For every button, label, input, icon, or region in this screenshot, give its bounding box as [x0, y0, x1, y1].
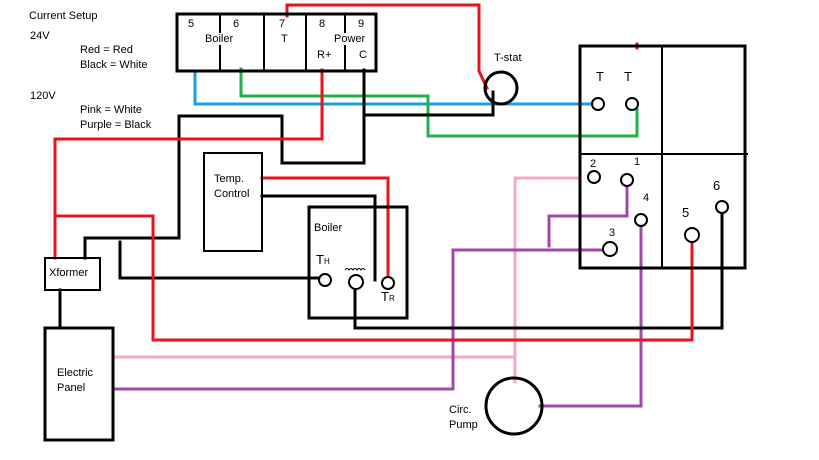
boiler-tr-label: TR [381, 289, 395, 305]
relay-t2-label: T [624, 69, 632, 84]
terminal-power-label: Power [334, 33, 366, 45]
terminal-block [175, 12, 378, 73]
pump-line-1: Circ. [449, 404, 472, 416]
boiler-box-label: Boiler [314, 222, 343, 234]
red-wire-rplus-to-xformer [53, 68, 324, 260]
terminal-c-label: C [359, 49, 367, 61]
pump-circle [484, 376, 544, 436]
electric-panel-line-1: Electric [57, 367, 94, 379]
boiler-coil-symbol [344, 268, 366, 271]
terminal-r-plus-label: R+ [317, 49, 332, 61]
black-wire-xformer-to-th [118, 240, 320, 280]
legend-24v-map-1: Red = Red [80, 44, 133, 56]
legend-title: Current Setup [29, 10, 98, 22]
terminal-number-9: 9 [358, 18, 365, 30]
terminal-number-6: 6 [233, 18, 240, 30]
tstat-label: T-stat [494, 52, 522, 64]
boiler-th-terminal [318, 273, 332, 287]
relay-6-terminal [715, 200, 729, 214]
relay-3-label: 3 [609, 227, 616, 239]
tstat-circle [483, 70, 519, 106]
relay-4-terminal [634, 213, 648, 227]
pink-wire-panel-to-relay [111, 176, 582, 359]
legend-120v-map-2: Purple = Black [80, 119, 152, 131]
legend-24v: 24V [30, 30, 50, 42]
relay-1-label: 1 [634, 156, 641, 168]
purple-wire-panel-to-relay [111, 248, 605, 391]
boiler-th-main: T [316, 252, 324, 267]
relay-3-terminal [602, 241, 618, 257]
red-wire-temp-to-tr [260, 176, 390, 282]
relay-t1-label: T [596, 69, 604, 84]
terminal-number-5: 5 [188, 18, 195, 30]
black-wire-temp-to-tr [260, 194, 377, 282]
relay-1-terminal [620, 173, 634, 187]
relay-2-label: 2 [590, 158, 597, 170]
legend-120v-map-1: Pink = White [80, 104, 143, 116]
boiler-tr-main: T [381, 289, 389, 304]
legend-120v: 120V [30, 90, 56, 102]
relay-t1-terminal [591, 97, 605, 111]
terminal-boiler-label: Boiler [205, 33, 234, 45]
purple-wire-relay1-to-3 [547, 179, 629, 248]
red-wire-xformer-to-5 [53, 214, 694, 342]
terminal-number-8: 8 [319, 18, 326, 30]
boiler-th-label: TH [316, 252, 330, 268]
temp-control-box [203, 152, 263, 252]
purple-wire-relay4-to-pump [538, 224, 643, 408]
electric-panel-line-2: Panel [57, 382, 86, 394]
relay-5-terminal [684, 227, 700, 243]
boiler-common-terminal [348, 274, 364, 290]
black-wire-boiler-to-6 [353, 210, 724, 330]
temp-control-line-1: Temp. [214, 173, 244, 185]
blue-wire-5-to-t [193, 69, 600, 106]
pump-line-2: Pump [449, 419, 478, 431]
terminal-t-label: T [281, 33, 288, 45]
electric-panel-box [43, 326, 115, 442]
boiler-th-sub: H [323, 257, 330, 266]
relay-5-label: 5 [682, 205, 690, 220]
boiler-tr-sub: R [388, 294, 395, 303]
relay-6-label: 6 [713, 178, 721, 193]
terminal-number-7: 7 [279, 18, 286, 30]
relay-4-label: 4 [643, 192, 650, 204]
xformer-box [44, 257, 101, 291]
red-wire-7-to-tstat [285, 3, 489, 90]
relay-t2-terminal [625, 97, 639, 111]
black-wire-c-to-temp-control [83, 113, 366, 260]
relay-2-terminal [587, 170, 601, 184]
xformer-label: Xformer [49, 267, 89, 279]
boiler-tr-terminal [381, 276, 395, 290]
legend-24v-map-2: Black = White [80, 59, 148, 71]
boiler-box [307, 205, 409, 320]
temp-control-line-2: Control [214, 188, 250, 200]
